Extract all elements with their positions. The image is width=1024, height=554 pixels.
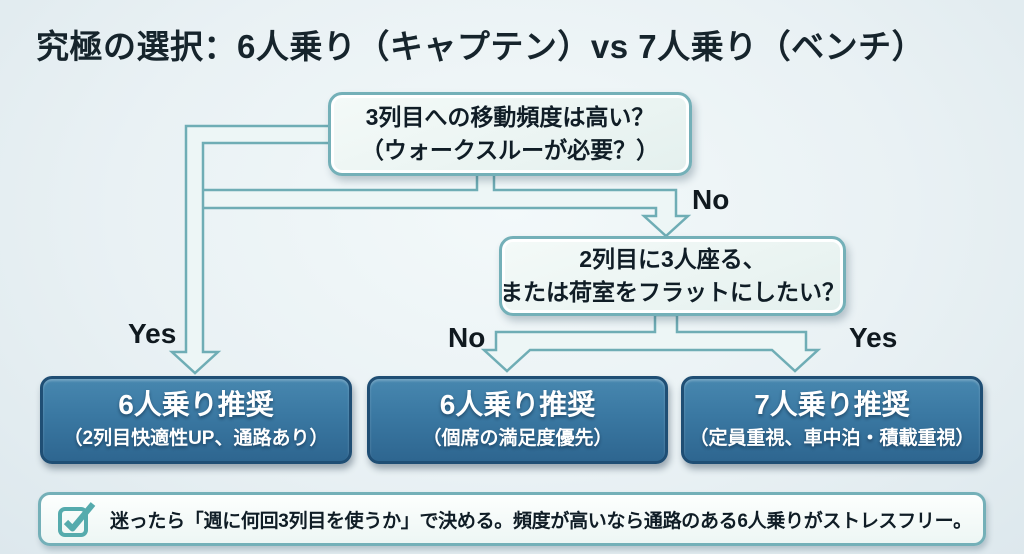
decision-line: 2列目に3人座る、 — [579, 245, 766, 272]
yes-branch-connector — [168, 124, 332, 375]
decision-line: または荷室をフラットにしたい？ — [500, 279, 845, 305]
footer-note: 迷ったら「週に何回3列目を使うか」で決める。頻度が高いなら通路のある6人乗りがス… — [38, 492, 986, 546]
result-subtitle: （定員重視、車中泊・積載重視） — [689, 428, 975, 450]
decision-box-walkthrough: 3列目への移動頻度は高い？ （ウォークスルーが必要？） — [328, 92, 692, 176]
branch-label-yes: Yes — [849, 322, 898, 353]
result-title: 6人乗り推奨 — [439, 388, 596, 420]
footer-note-text: 迷ったら「週に何回3列目を使うか」で決める。頻度が高いなら通路のある6人乗りがス… — [110, 510, 972, 532]
result-box-6seater-aisle: 6人乗り推奨 （2列目快適性UP、通路あり） — [40, 376, 352, 464]
result-title: 6人乗り推奨 — [118, 388, 274, 420]
branch-label-no: No — [692, 184, 730, 215]
result-box-6seater-comfort: 6人乗り推奨 （個席の満足度優先） — [367, 376, 668, 464]
result-subtitle: （個席の満足度優先） — [422, 428, 613, 450]
split-branch-connector — [480, 313, 822, 373]
decision-box-bench-needs: 2列目に3人座る、 または荷室をフラットにしたい？ — [499, 236, 846, 316]
result-title: 7人乗り推奨 — [754, 388, 910, 420]
decision-line: （ウォークスルーが必要？） — [360, 137, 660, 163]
checkbox-check-icon — [58, 502, 96, 537]
decision-line: 3列目への移動頻度は高い？ — [365, 103, 655, 130]
branch-label-no: No — [448, 322, 486, 353]
branch-label-yes: Yes — [128, 318, 177, 349]
result-box-7seater: 7人乗り推奨 （定員重視、車中泊・積載重視） — [681, 376, 983, 464]
no-branch-connector — [198, 172, 692, 238]
page-title: 究極の選択：6人乗り（キャプテン）vs 7人乗り（ベンチ） — [36, 28, 926, 65]
result-subtitle: （2列目快適性UP、通路あり） — [63, 428, 329, 450]
